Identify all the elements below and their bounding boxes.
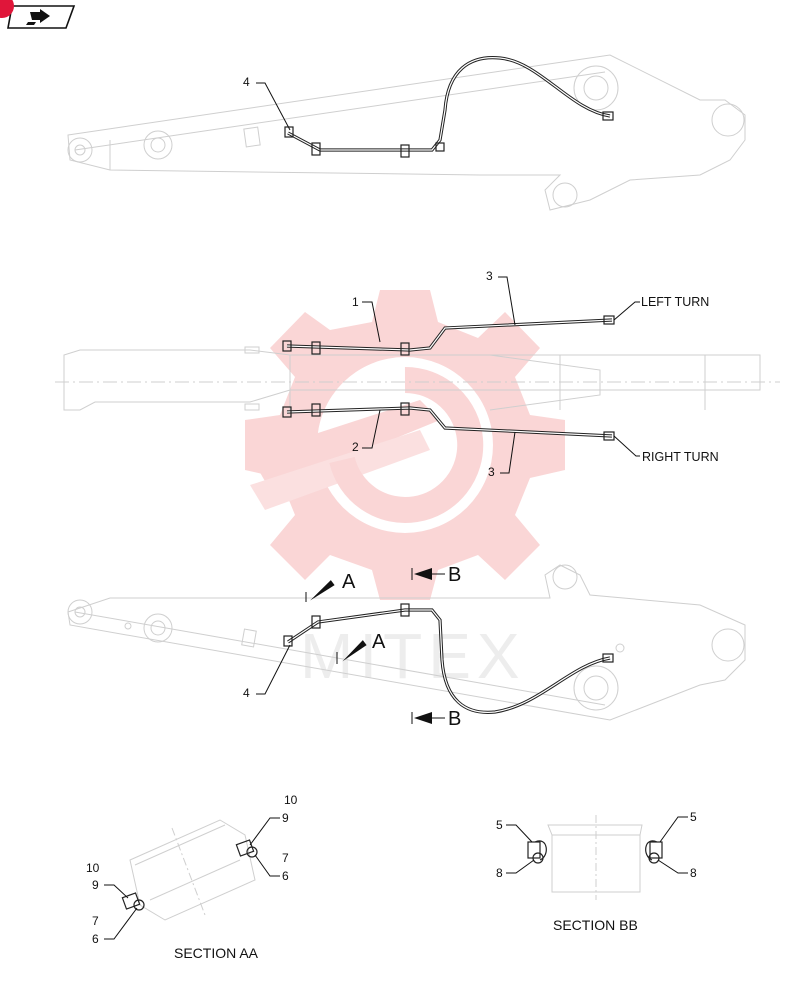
right-turn-label: RIGHT TURN (642, 450, 719, 464)
callout-10-aa-right: 10 (284, 793, 298, 807)
section-aa-drawing (121, 819, 258, 921)
callout-7-aa-right: 7 (282, 851, 289, 865)
leader-left-turn (613, 301, 640, 321)
section-bb-title: SECTION BB (553, 917, 638, 933)
callout-7-aa-left: 7 (92, 914, 99, 928)
callout-8-bb-right: 8 (690, 866, 697, 880)
notification-badge (0, 0, 14, 18)
boom-top-view (67, 54, 746, 211)
left-turn-label: LEFT TURN (641, 295, 709, 309)
section-label-b-lower: B (448, 708, 461, 730)
callout-1: 1 (352, 295, 359, 309)
section-bb-drawing (527, 815, 663, 900)
leader-3-lower (500, 431, 516, 474)
leader-4-top (256, 82, 291, 131)
section-label-a-upper: A (342, 571, 356, 593)
leader-6-aa-right (254, 854, 280, 877)
section-marker-a-upper: A (305, 571, 356, 602)
leader-8-bb-right (657, 859, 688, 874)
boom-middle-view (55, 315, 780, 441)
leader-right-turn (613, 435, 640, 457)
callout-6-aa-right: 6 (282, 869, 289, 883)
leader-4-bottom (256, 644, 291, 695)
callout-3-upper: 3 (486, 269, 493, 283)
section-marker-b-lower: B (411, 708, 461, 730)
leader-9-aa-right (249, 817, 280, 846)
callout-5-bb-left: 5 (496, 818, 503, 832)
section-label-b-upper: B (448, 564, 461, 586)
callout-4-bottom: 4 (243, 686, 250, 700)
leader-6-aa-left (104, 907, 138, 940)
section-label-a-lower: A (372, 631, 386, 653)
section-aa-title: SECTION AA (174, 945, 259, 961)
callout-2: 2 (352, 440, 359, 454)
watermark-logo (245, 290, 565, 600)
leader-5-bb-right (659, 816, 688, 843)
boom-bottom-view (67, 564, 746, 721)
leader-9-aa-left (104, 884, 129, 899)
go-to-page-button[interactable] (6, 4, 76, 30)
leader-8-bb-left (506, 859, 535, 874)
callout-9-aa-left: 9 (92, 878, 99, 892)
callout-10-aa-left: 10 (86, 861, 100, 875)
leader-2 (362, 409, 381, 449)
leader-3-upper (498, 276, 516, 326)
section-marker-b-upper: B (411, 564, 461, 586)
callout-6-aa-left: 6 (92, 932, 99, 946)
callout-8-bb-left: 8 (496, 866, 503, 880)
leader-5-bb-left (506, 824, 533, 843)
go-to-page-icon (7, 5, 76, 29)
leader-1 (362, 301, 381, 343)
watermark-text: MITEX (300, 620, 526, 692)
callout-3-lower: 3 (488, 465, 495, 479)
callout-9-aa-right: 9 (282, 811, 289, 825)
callout-5-bb-right: 5 (690, 810, 697, 824)
section-marker-a-lower: A (336, 631, 386, 664)
callout-4-top: 4 (243, 75, 250, 89)
